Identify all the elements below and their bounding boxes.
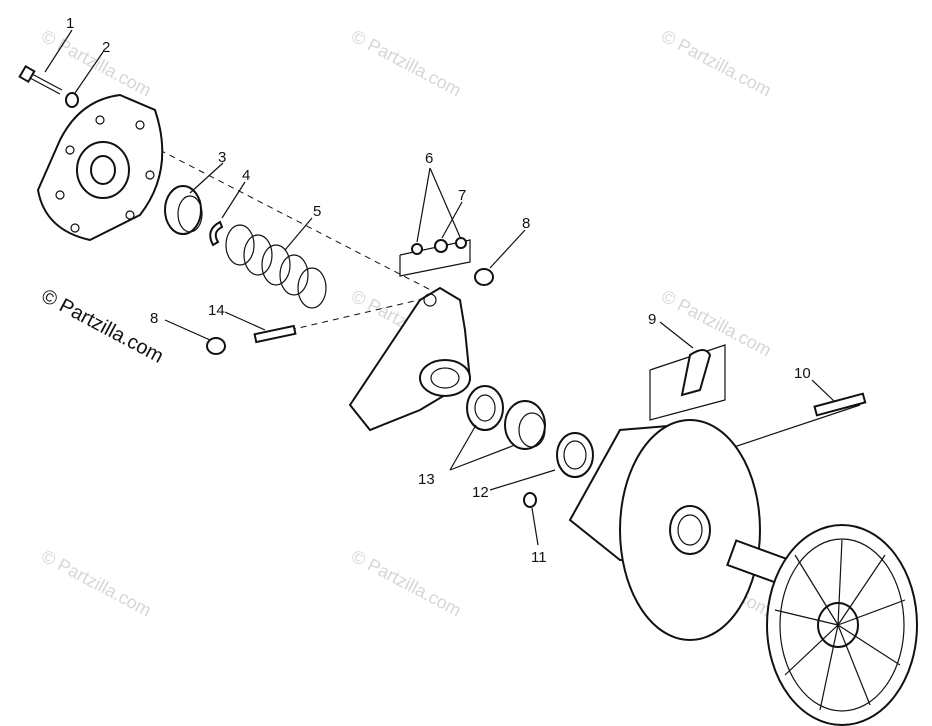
moveable-sheave (568, 419, 761, 641)
cap-upper (474, 268, 494, 286)
watermark-7: © Partzilla.com (348, 546, 464, 621)
callout-5: 5 (313, 203, 321, 220)
shaft-pin (813, 392, 867, 417)
nut (523, 492, 537, 508)
pin (253, 324, 297, 344)
bolt (18, 64, 63, 95)
callout-14: 14 (208, 302, 225, 319)
callout-1: 1 (66, 15, 74, 32)
callout-8-left: 8 (150, 310, 158, 327)
callout-12: 12 (472, 484, 489, 501)
axis-line-1 (149, 144, 451, 301)
bushing (164, 185, 203, 235)
callout-13: 13 (418, 471, 435, 488)
watermark-main: © Partzilla.com (38, 285, 167, 368)
spider-arm (348, 286, 472, 432)
fixed-sheave (726, 524, 918, 726)
cover (36, 93, 164, 242)
watermark-1: © Partzilla.com (38, 26, 154, 101)
callout-9: 9 (648, 311, 656, 328)
cap-left (206, 337, 226, 355)
retaining-ring (209, 220, 224, 247)
callout-2: 2 (102, 39, 110, 56)
axis-line-2 (289, 294, 441, 331)
hardware-6-7 (399, 237, 471, 277)
washer (65, 92, 79, 108)
leader-lines (44, 29, 836, 546)
bracket (649, 344, 726, 421)
callouts: 1 2 3 4 5 6 7 8 8 9 10 11 12 13 14 (66, 15, 811, 566)
callout-11: 11 (531, 549, 547, 566)
watermark-6: © Partzilla.com (38, 546, 154, 621)
watermark-2: © Partzilla.com (348, 26, 464, 101)
callout-6: 6 (425, 150, 433, 167)
watermark-3: © Partzilla.com (658, 26, 774, 101)
spring (225, 224, 327, 309)
callout-8-upper: 8 (522, 215, 530, 232)
watermark-5: © Partzilla.com (658, 286, 774, 361)
callout-7: 7 (458, 187, 466, 204)
callout-4: 4 (242, 167, 250, 184)
callout-3: 3 (218, 149, 226, 166)
shims-bearing (466, 385, 594, 478)
callout-10: 10 (794, 365, 811, 382)
